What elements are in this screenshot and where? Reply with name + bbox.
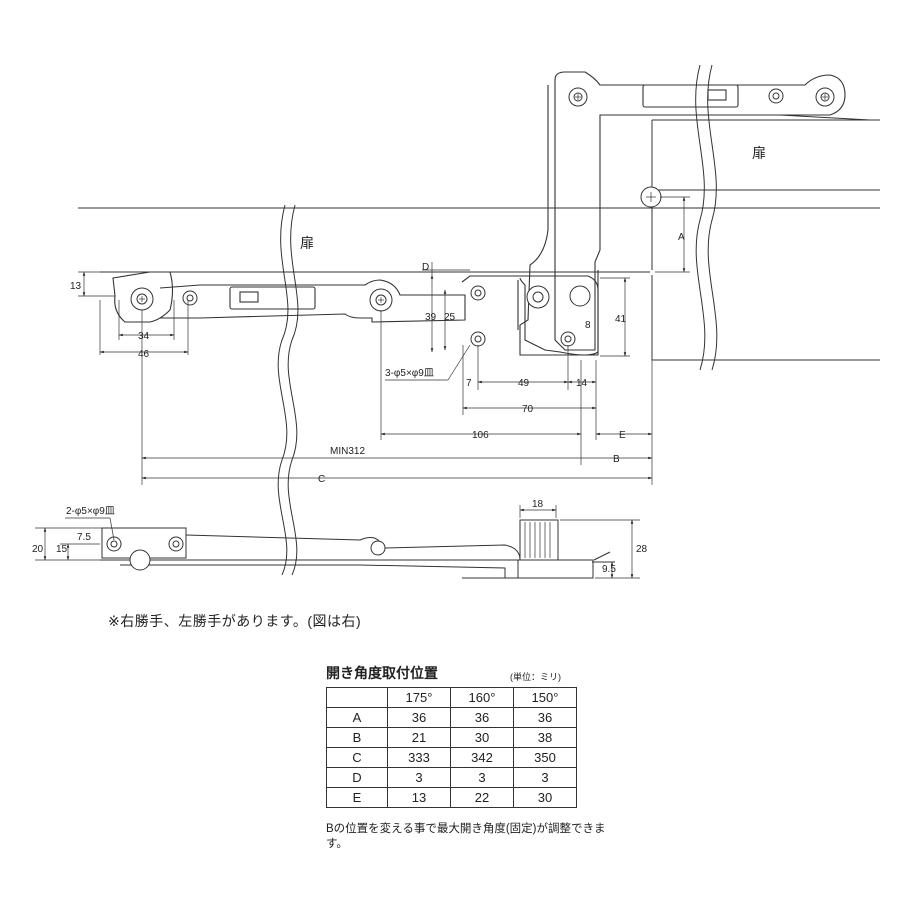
table-cell: 3 [513,767,577,788]
table-row: E 13 22 30 [326,787,577,808]
table-cell: 38 [513,727,577,748]
footnote: Bの位置を変える事で最大開き角度(固定)が調整できます。 [326,823,606,850]
dim-49: 49 [518,378,530,389]
handedness-note: ※右勝手、左勝手があります。(図は右) [108,613,362,629]
upper-door [651,119,880,361]
dim-C: C [318,474,325,485]
table-col-150: 150° [513,687,577,708]
dim-28: 28 [636,544,648,555]
technical-drawing: 扉 扉 [32,64,880,579]
dim-D: D [422,262,429,273]
dim-A: A [678,232,685,243]
dim-E: E [619,430,626,441]
main-arm [112,271,599,356]
angle-table: 175° 160° 150° A 36 36 36 B 21 30 38 C 3… [326,687,577,808]
table-cell: 333 [387,747,451,768]
table-cell: 3 [387,767,451,788]
dimension-texts: 13 34 46 D 39 25 41 8 7 49 14 70 106 E M… [70,232,685,485]
table-cell: 3 [450,767,514,788]
table-title: 開き角度取付位置 [326,665,438,681]
row-label: E [326,787,388,808]
side-knurl [524,522,551,558]
table-cell: 36 [513,707,577,728]
dim-20: 20 [32,544,44,555]
row-label: A [326,707,388,728]
table-header-row: 175° 160° 150° [326,687,577,708]
table-col-175: 175° [387,687,451,708]
dim-25: 25 [444,312,456,323]
dim-18: 18 [532,499,544,510]
table-cell: 22 [450,787,514,808]
side-dims [35,505,640,579]
dim-15: 15 [56,544,68,555]
table-row: C 333 342 350 [326,747,577,768]
table-cell: 36 [450,707,514,728]
row-label: C [326,747,388,768]
table-cell: 36 [387,707,451,728]
top-arm [519,71,871,356]
main-arm-screws [130,285,591,347]
table-unit: (単位：ミリ) [510,672,561,682]
top-arm-screws [568,87,835,208]
dim-8: 8 [585,320,591,331]
table-cell: 30 [513,787,577,808]
dim-34: 34 [138,331,150,342]
table-cell: 13 [387,787,451,808]
dim-106: 106 [472,430,489,441]
main-door [78,207,880,273]
holes-top-label: 3-φ5×φ9皿 [385,368,434,379]
table-row: A 36 36 36 [326,707,577,728]
dimension-lines [78,196,690,485]
dim-41: 41 [615,314,627,325]
table-row: D 3 3 3 [326,767,577,788]
table-cell: 342 [450,747,514,768]
table-corner [326,687,388,708]
dim-9-5: 9.5 [602,564,616,575]
row-label: D [326,767,388,788]
holes-side-label: 2-φ5×φ9皿 [66,506,115,517]
dim-14: 14 [576,378,588,389]
door-label-left: 扉 [300,235,314,251]
dim-70: 70 [522,404,534,415]
door-label-top: 扉 [752,145,766,161]
dim-46: 46 [138,349,150,360]
table-cell: 21 [387,727,451,748]
dim-min312: MIN312 [330,446,365,457]
table-cell: 30 [450,727,514,748]
break-lines [277,64,718,576]
dim-B: B [613,454,620,465]
table-col-160: 160° [450,687,514,708]
table-cell: 350 [513,747,577,768]
dim-7-5: 7.5 [77,532,91,543]
table-row: B 21 30 38 [326,727,577,748]
dim-39: 39 [425,312,437,323]
row-label: B [326,727,388,748]
dim-13: 13 [70,281,82,292]
side-dim-texts: 20 15 7.5 18 28 9.5 2-φ5×φ9皿 [32,499,648,575]
dim-7: 7 [466,378,472,389]
side-screws [106,536,386,571]
